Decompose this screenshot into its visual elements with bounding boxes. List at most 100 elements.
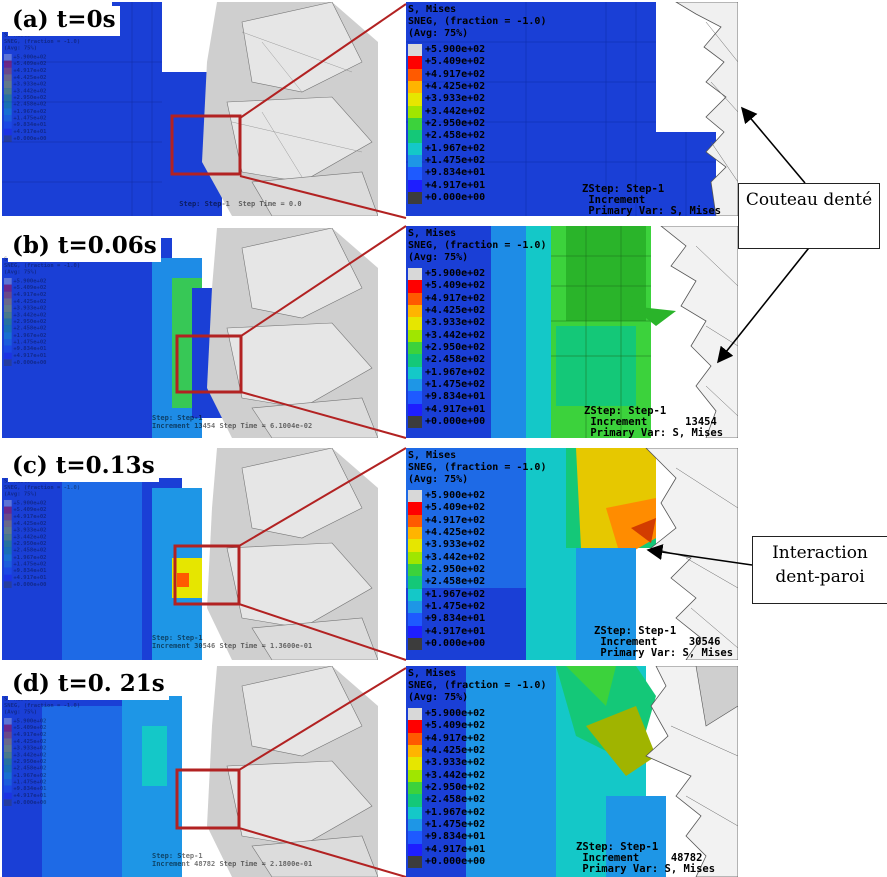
scale-value: +4.917e+01: [13, 574, 47, 581]
scale-value: +5.900e+02: [13, 278, 47, 285]
color-swatch: [408, 391, 422, 404]
color-swatch: [4, 115, 12, 122]
overview-step-info-c: Step: Step-1 Increment 30546 Step Time =…: [152, 634, 313, 650]
scale-value: +4.917e+01: [425, 179, 486, 191]
color-swatch: [408, 745, 422, 758]
color-swatch: [4, 325, 12, 333]
color-swatch: [408, 502, 422, 515]
zoom-step-info-a: ZStep: Step-1 Increment Primary Var: S, …: [582, 183, 722, 217]
scale-value: +1.967e+02: [13, 332, 47, 339]
color-swatch: [4, 581, 12, 589]
scale-value: +2.458e+02: [13, 101, 47, 108]
overview-panel-d: S, Mises SNEG, (fraction = -1.0) (Avg: 7…: [2, 666, 378, 877]
scale-value: +3.442e+02: [425, 329, 486, 341]
scale-value: +3.442e+02: [425, 105, 486, 117]
scale-value: +9.834e+01: [13, 121, 47, 128]
color-swatch: [4, 278, 12, 285]
scale-value: +5.900e+02: [13, 500, 47, 507]
scale-value: +1.967e+02: [13, 772, 47, 779]
scale-value: +3.933e+02: [425, 757, 486, 769]
color-swatch: [4, 94, 12, 102]
scale-value: +5.900e+02: [425, 490, 486, 501]
scale-value: +4.917e+01: [13, 352, 47, 359]
color-swatch: [4, 500, 12, 507]
scale-value: +5.409e+02: [425, 502, 486, 514]
zoom-legend-b: S, Mises SNEG, (fraction = -1.0) (Avg: 7…: [408, 228, 547, 429]
color-swatch: [408, 167, 422, 180]
color-swatch: [4, 561, 12, 568]
color-swatch: [4, 135, 12, 143]
scale-value: +1.475e+02: [425, 819, 486, 831]
scale-value: +9.834e+01: [425, 391, 486, 403]
color-swatch: [408, 843, 422, 857]
scale-value: +4.917e+02: [425, 514, 486, 526]
color-swatch: [4, 345, 12, 353]
scale-value: +2.950e+02: [425, 564, 486, 576]
color-scale-bar: [4, 500, 12, 589]
scale-value: +4.425e+02: [425, 81, 486, 93]
scale-value: +5.409e+02: [425, 280, 486, 292]
color-swatch: [4, 67, 12, 75]
overview-panel-a: S, Mises SNEG, (fraction = -1.0) (Avg: 7…: [2, 2, 378, 216]
scale-value: +9.834e+01: [425, 613, 486, 625]
color-swatch: [408, 105, 422, 119]
color-scale-bar: [4, 278, 12, 367]
color-swatch: [408, 280, 422, 293]
zoom-frame-b: [175, 334, 243, 394]
scale-value: +3.442e+02: [13, 311, 47, 318]
color-swatch: [4, 318, 12, 326]
overview-step-info-d: Step: Step-1 Increment 48782 Step Time =…: [152, 852, 313, 868]
scale-value: +4.425e+02: [13, 298, 47, 305]
overview-legend-c: S, Mises SNEG, (fraction = -1.0) (Avg: 7…: [4, 478, 81, 589]
scale-value: +5.900e+02: [425, 708, 486, 719]
scale-value: +0.000e+00: [425, 856, 486, 868]
color-scale-bar: [408, 268, 422, 429]
color-swatch: [408, 155, 422, 168]
panel-row-d: S, Mises SNEG, (fraction = -1.0) (Avg: 7…: [0, 664, 887, 877]
scale-value: +5.900e+02: [425, 44, 486, 55]
color-swatch: [4, 718, 12, 725]
scale-value: +0.000e+00: [13, 581, 47, 588]
scale-value: +2.458e+02: [425, 576, 486, 588]
scale-value: +2.458e+02: [13, 547, 47, 554]
color-swatch: [408, 403, 422, 417]
scale-value: +4.917e+01: [13, 792, 47, 799]
color-swatch: [408, 329, 422, 343]
color-swatch: [4, 121, 12, 129]
zoom-panel-b: S, Mises SNEG, (fraction = -1.0) (Avg: 7…: [406, 226, 738, 438]
scale-value: +0.000e+00: [425, 192, 486, 204]
color-swatch: [408, 806, 422, 820]
color-swatch: [408, 179, 422, 193]
color-swatch: [408, 769, 422, 783]
scale-value: +2.950e+02: [425, 782, 486, 794]
color-swatch: [408, 539, 422, 552]
color-swatch: [4, 298, 12, 306]
color-swatch: [4, 567, 12, 575]
panel-row-b: S, Mises SNEG, (fraction = -1.0) (Avg: 7…: [0, 222, 887, 440]
color-swatch: [408, 588, 422, 602]
scale-value: +3.933e+02: [13, 745, 47, 752]
scale-value: +5.409e+02: [13, 284, 47, 291]
scale-value: +0.000e+00: [13, 799, 47, 806]
overview-legend-d: S, Mises SNEG, (fraction = -1.0) (Avg: 7…: [4, 696, 81, 807]
color-swatch: [4, 772, 12, 780]
color-scale-values: +5.900e+02+5.409e+02+4.917e+02+4.425e+02…: [425, 268, 485, 428]
scale-value: +3.933e+02: [13, 527, 47, 534]
color-swatch: [4, 291, 12, 299]
scale-value: +4.425e+02: [13, 74, 47, 81]
color-swatch: [408, 118, 422, 131]
scale-value: +4.917e+02: [425, 292, 486, 304]
scale-value: +4.917e+02: [13, 291, 47, 298]
color-scale-bar: [408, 44, 422, 205]
zoom-step-info-c: ZStep: Step-1 Increment 30546 Primary Va…: [594, 625, 734, 659]
color-swatch: [408, 44, 422, 57]
scale-value: +2.458e+02: [13, 325, 47, 332]
overview-panel-b: S, Mises SNEG, (fraction = -1.0) (Avg: 7…: [2, 228, 378, 438]
color-swatch: [4, 128, 12, 136]
zoom-panel-c: S, Mises SNEG, (fraction = -1.0) (Avg: 7…: [406, 448, 738, 660]
scale-value: +2.950e+02: [13, 94, 47, 101]
color-swatch: [4, 758, 12, 766]
color-swatch: [4, 554, 12, 562]
color-swatch: [408, 130, 422, 143]
scale-value: +1.967e+02: [425, 142, 486, 154]
